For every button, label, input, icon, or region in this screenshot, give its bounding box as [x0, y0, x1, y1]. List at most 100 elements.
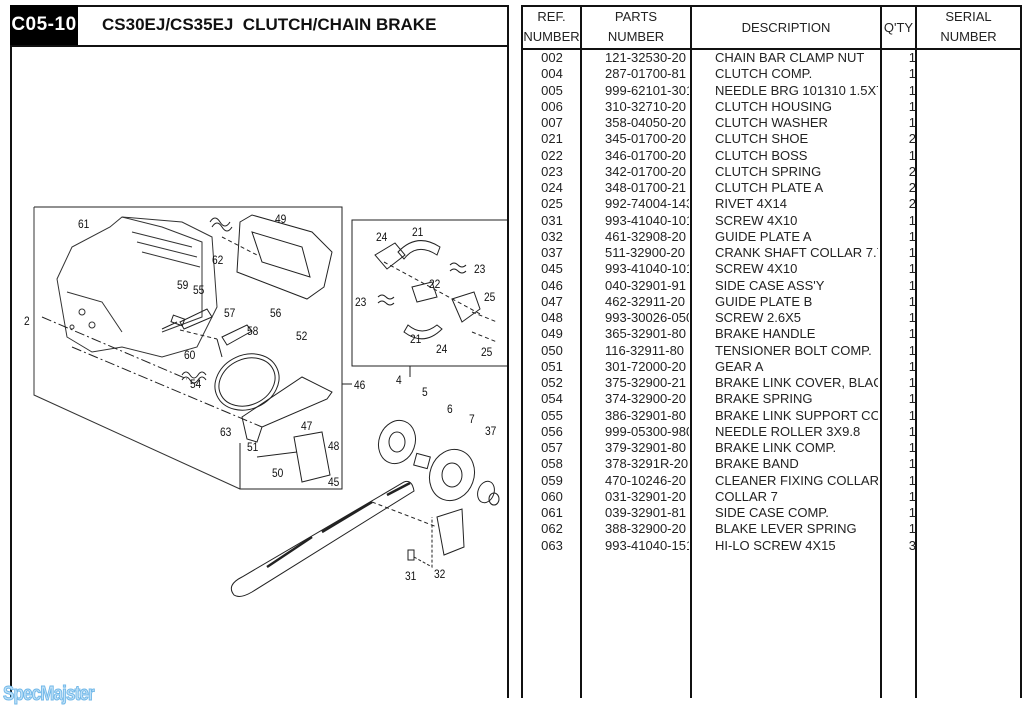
ref-number-cell: 061 [541, 505, 563, 520]
ref-number-cell: 022 [541, 147, 563, 163]
parts-number-cell: 287-01700-81 [605, 66, 686, 82]
callout-54: 54 [190, 377, 202, 391]
parts-number-cell: 386-32901-80 [605, 407, 686, 423]
callout-24a: 24 [376, 230, 388, 244]
parts-number-cell: 116-32911-80 [605, 342, 685, 358]
description-cell: RIVET 4X14 [715, 196, 788, 212]
callout-25b: 25 [481, 345, 493, 359]
ref-number-cell: 046 [541, 277, 563, 293]
quantity-cell: 1 [908, 212, 916, 228]
callout-5: 5 [422, 385, 428, 399]
callout-25a: 25 [484, 290, 496, 304]
description-cell: CLUTCH COMP. [715, 66, 813, 82]
ref-number-cell: 025 [541, 196, 563, 212]
ref-number-cell: 005 [541, 82, 563, 98]
description-cell: CLUTCH WASHER [715, 115, 828, 130]
header-serial-number: SERIAL NUMBER [917, 7, 1020, 48]
callout-31: 31 [405, 569, 417, 583]
description-cell: SCREW 2.6X5 [715, 310, 801, 325]
description-cell: GUIDE PLATE A [715, 228, 812, 244]
diagram-frame [10, 5, 509, 698]
parts-number-cell: 992-74004-143 [605, 196, 689, 212]
quantity-cell: 1 [908, 472, 916, 488]
quantity-cell: 1 [908, 50, 916, 65]
parts-number-cell: 345-01700-20 [605, 131, 686, 147]
ref-number-cell: 037 [541, 245, 563, 260]
callout-58: 58 [247, 324, 259, 338]
side-case-drawing [56, 216, 218, 358]
table-row: 063 993-41040-151 HI-LO SCREW 4X15 3 [523, 538, 1020, 554]
quantity-cell: 1 [908, 342, 916, 358]
diagram-drawing [33, 206, 507, 597]
description-cell: TENSIONER BOLT COMP. [715, 342, 872, 358]
clutch-drum-drawing [428, 448, 476, 502]
callout-37: 37 [485, 424, 497, 438]
ref-number-cell: 060 [541, 488, 563, 504]
description-cell: BRAKE SPRING [715, 391, 813, 407]
parts-number-cell: 310-32710-20 [605, 98, 686, 114]
sub-assembly-box-clutch [351, 219, 507, 367]
quantity-cell: 3 [908, 537, 916, 553]
quantity-cell: 2 [908, 180, 916, 195]
ref-number-cell: 056 [541, 423, 563, 439]
parts-number-cell: 121-32530-20 [605, 50, 686, 65]
parts-number-cell: 993-41040-151 [605, 537, 689, 553]
section-code: C05-10 [10, 5, 78, 45]
ref-number-cell: 063 [541, 537, 563, 553]
callout-22: 22 [429, 277, 441, 291]
parts-number-cell: 462-32911-20 [605, 293, 685, 309]
description-cell: HI-LO SCREW 4X15 [715, 537, 836, 553]
parts-number-cell: 378-3291R-20 [605, 456, 689, 472]
sub-assembly-box-46 [34, 206, 343, 490]
parts-number-cell: 348-01700-21 [605, 180, 686, 195]
description-cell: SIDE CASE COMP. [715, 505, 829, 520]
column-divider [880, 7, 882, 698]
parts-number-cell: 358-04050-20 [605, 115, 686, 130]
parts-number-cell: 388-32900-20 [605, 521, 686, 537]
column-divider [690, 7, 692, 698]
callout-4: 4 [396, 373, 402, 387]
ref-number-cell: 050 [541, 342, 563, 358]
quantity-cell: 1 [908, 407, 916, 423]
quantity-cell: 1 [908, 326, 916, 342]
header-serial-line2: NUMBER [940, 29, 997, 44]
callout-61: 61 [78, 217, 90, 231]
quantity-cell: 1 [908, 228, 916, 244]
description-cell: CLEANER FIXING COLLAR [715, 472, 878, 488]
parts-number-cell: 374-32900-20 [605, 391, 686, 407]
parts-number-cell: 993-30026-050 [605, 310, 689, 325]
exploded-parts-diagram: 61 49 62 59 55 2 57 56 58 52 60 54 46 63… [12, 47, 507, 698]
callout-21b: 21 [410, 332, 422, 346]
title-bar: C05-10 CS30EJ/CS35EJ CLUTCH/CHAIN BRAKE [10, 5, 509, 47]
parts-number-cell: 342-01700-20 [605, 163, 686, 179]
ref-number-cell: 054 [541, 391, 563, 407]
spring-62-drawing [209, 217, 233, 232]
callout-56: 56 [270, 306, 282, 320]
quantity-cell: 1 [908, 147, 916, 163]
ref-number-cell: 047 [541, 293, 563, 309]
description-cell: BRAKE LINK COVER, BLACK [715, 375, 878, 390]
description-cell: SIDE CASE ASS'Y [715, 277, 825, 293]
header-serial-line1: SERIAL [945, 9, 992, 24]
parts-number-cell: 999-62101-301 [605, 82, 689, 98]
quantity-cell: 1 [908, 82, 916, 98]
quantity-cell: 1 [908, 456, 916, 472]
ref-number-cell: 058 [541, 456, 563, 472]
quantity-cell: 1 [908, 358, 916, 374]
callout-59: 59 [177, 278, 189, 292]
ref-number-cell: 006 [541, 98, 563, 114]
parts-number-cell: 461-32908-20 [605, 228, 686, 244]
